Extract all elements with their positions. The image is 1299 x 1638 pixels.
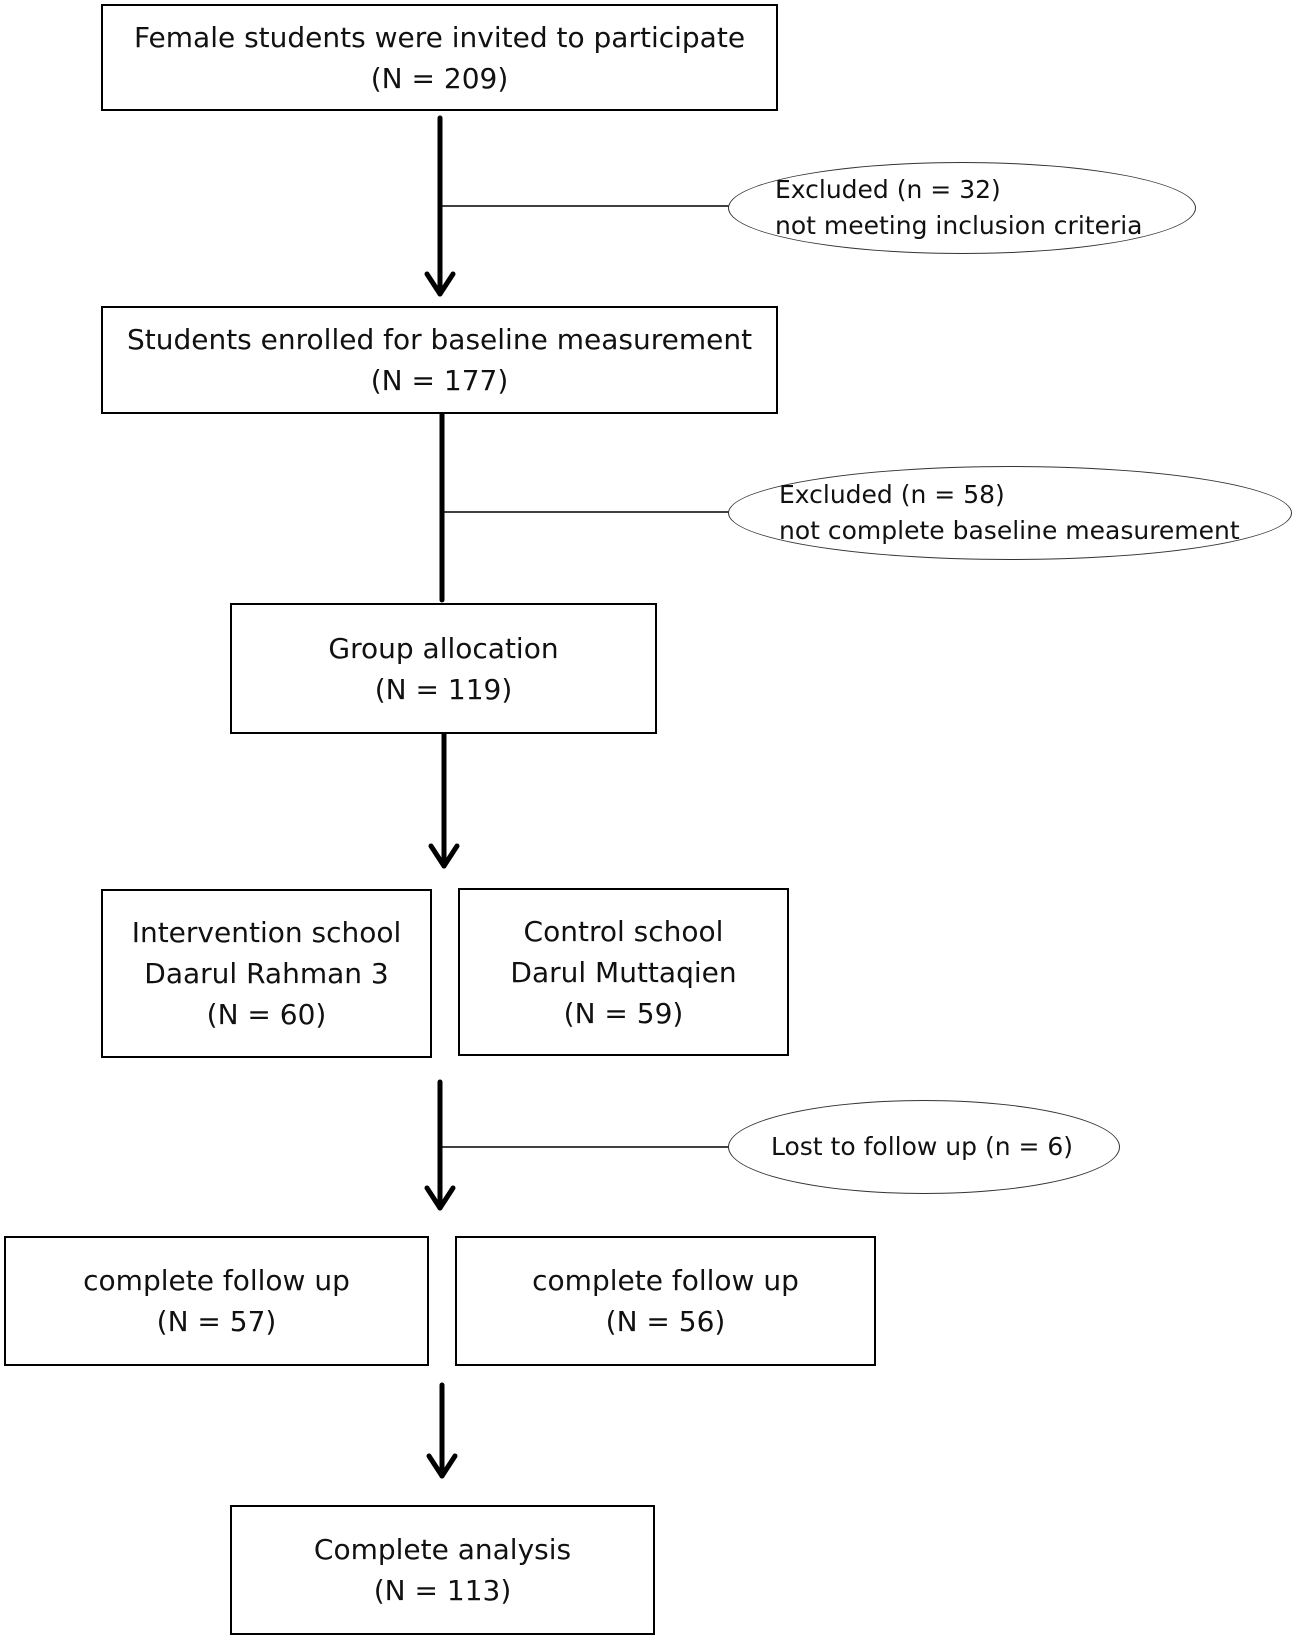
followup-intervention-label: complete follow up [83,1264,350,1297]
allocation-label: Group allocation [328,631,559,665]
enrolled-label: Students enrolled for baseline measureme… [126,323,753,356]
arrowhead-1 [424,271,456,297]
allocation-box: Group allocation (N = 119) [230,603,657,734]
invited-label: Female students were invited to particip… [133,20,746,54]
arrowhead-2 [428,843,460,869]
excluded-2-count: Excluded (n = 58) [779,480,1005,509]
enrolled-box: Students enrolled for baseline measureme… [101,306,778,414]
followup-control-label: complete follow up [532,1264,799,1297]
analysis-box: Complete analysis (N = 113) [230,1505,655,1635]
invited-count: (N = 209) [370,61,509,95]
control-label: Control school [523,914,724,948]
excluded-2-reason: not complete baseline measurement [779,516,1240,545]
lost-oval: Lost to follow up (n = 6) [728,1100,1120,1194]
intervention-box: Intervention school Daarul Rahman 3 (N =… [101,889,432,1058]
followup-intervention-count: (N = 57) [156,1305,277,1338]
arrowhead-3 [424,1185,456,1211]
intervention-count: (N = 60) [206,998,327,1031]
followup-intervention-box: complete follow up (N = 57) [4,1236,429,1366]
allocation-count: (N = 119) [374,672,513,706]
control-school-name: Darul Muttaqien [510,955,737,989]
intervention-school-name: Daarul Rahman 3 [144,957,389,990]
invited-box: Female students were invited to particip… [101,4,778,111]
control-box: Control school Darul Muttaqien (N = 59) [458,888,789,1056]
excluded-1-count: Excluded (n = 32) [775,175,1001,204]
enrolled-count: (N = 177) [370,364,509,397]
lost-count: Lost to follow up (n = 6) [771,1132,1074,1161]
intervention-label: Intervention school [131,916,402,949]
followup-control-count: (N = 56) [605,1305,726,1338]
control-count: (N = 59) [563,996,684,1030]
excluded-1-oval: Excluded (n = 32) not meeting inclusion … [728,162,1196,254]
followup-control-box: complete follow up (N = 56) [455,1236,876,1366]
excluded-1-reason: not meeting inclusion criteria [775,211,1143,240]
excluded-2-oval: Excluded (n = 58) not complete baseline … [728,466,1292,560]
analysis-count: (N = 113) [373,1574,512,1607]
analysis-label: Complete analysis [313,1533,572,1566]
arrowhead-4 [426,1453,458,1479]
